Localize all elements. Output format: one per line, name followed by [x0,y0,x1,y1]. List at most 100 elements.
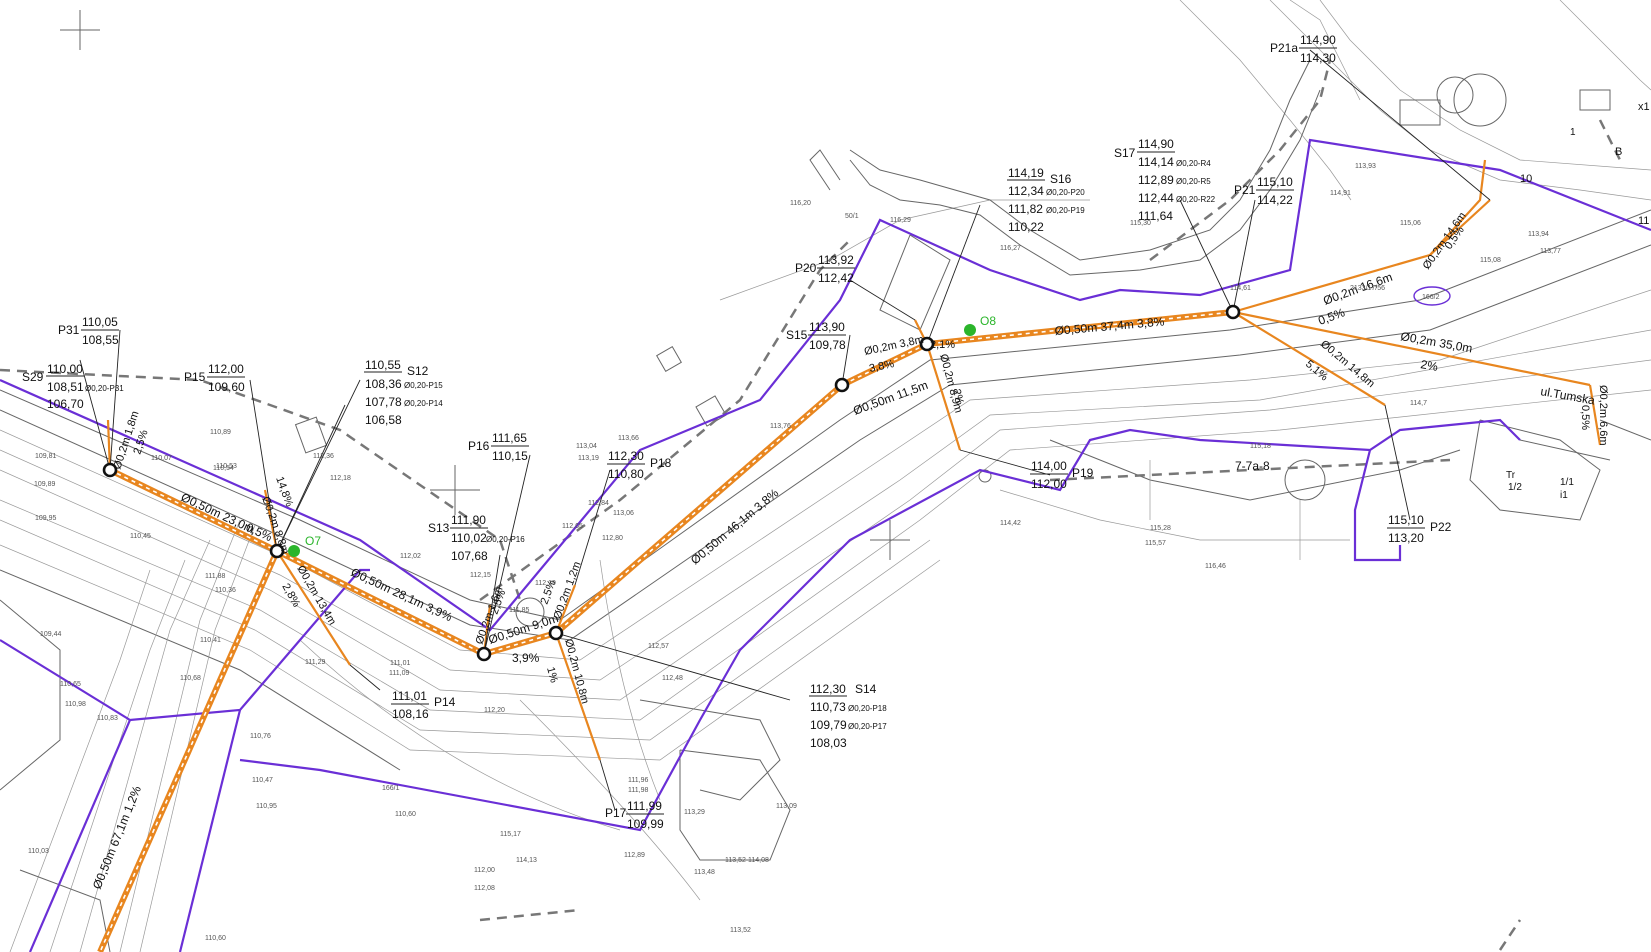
spot-height: 113,19 [578,455,599,462]
spot-height: 111,88 [205,573,225,580]
manhole-S29 [102,462,118,478]
well-value: 110,02 [451,531,487,545]
misc-label: Tr [1506,470,1516,481]
parcel-marker [1413,286,1451,306]
well-note: Ø0,20-R22 [1176,195,1216,204]
well-value: 110,00 [47,362,83,376]
well-id: S17 [1114,146,1136,160]
branch-pipe [276,550,351,666]
spot-height: 112,15 [470,572,491,579]
inlet-elevation-labels: P31 110,05 108,55 P15 112,00 109,60 P16 … [58,33,1452,831]
pipe-label: 3,8% [868,358,895,375]
tree-marker [288,545,300,557]
spot-height: 113,77 [1540,248,1561,255]
well-value: 114,19 [1008,166,1044,180]
inlet-id: P15 [184,370,206,384]
branch-pipe [1232,311,1386,406]
well-value: 112,30 [810,682,846,696]
inlet-id: P22 [1430,520,1452,534]
pipe-labels: Ø0,50m 67,1m 1,2% Ø0,2m 1,8m 2,5% Ø0,50m… [90,210,1609,891]
spot-height: 110,98 [65,701,86,708]
spot-height: 116,20 [790,200,811,207]
spot-height: 111,98 [628,787,648,794]
manhole-S14 [548,625,564,641]
inlet-top: 115,10 [1257,175,1293,189]
leader-lines [79,49,1491,811]
branch-pipe [554,584,577,634]
well-value: 112,44 [1138,191,1174,205]
inlet-top: 111,65 [492,431,527,445]
well-id: S16 [1050,172,1072,186]
pipe-label: 1% [544,666,560,685]
well-value: 110,55 [365,358,401,372]
spot-height: 110,60 [395,811,416,818]
inlet-top: 111,99 [627,799,662,813]
tree-label: O8 [980,314,996,328]
spot-height: 116,29 [890,217,911,224]
manhole-elevation-labels: S29 110,00 108,51 Ø0,20-P31 106,70 110,5… [22,137,1216,750]
inlet-bottom: 110,15 [492,449,528,463]
manholes [102,304,1241,662]
parcel-label: 7-7a-8 [1235,459,1270,473]
inlet-id: P17 [605,806,627,820]
spot-height: 115,06 [1400,220,1421,227]
misc-label: i1 [1560,490,1568,501]
inlet-id: P19 [1072,466,1094,480]
spot-height: 110,47 [252,777,273,784]
spot-height: 113,09 [776,803,797,810]
inlet-bottom: 108,55 [82,333,119,347]
manhole-S13 [476,646,492,662]
inlet-id: P31 [58,323,80,337]
spot-height: 113,29 [684,809,705,816]
well-note: Ø0,20-R5 [1176,177,1211,186]
parcel-label: 166/2 [1422,294,1440,301]
spot-height: 109,89 [34,481,56,488]
spot-height: 112,57 [648,643,669,650]
spot-height: 109,44 [40,631,62,638]
spot-height: 110,76 [250,733,271,740]
well-id: S12 [407,364,429,378]
parcel-label: 2133/17/56 [1350,285,1385,292]
well-note: Ø0,20-P14 [404,399,443,408]
slope-label: 2,1% [930,339,955,351]
inlet-id: P16 [468,439,490,453]
pipe-label: 2% [1419,357,1439,374]
branch-pipe [106,419,112,471]
spot-height: 110,36 [215,587,236,594]
spot-height: 114,91 [1330,190,1351,197]
inlet-bottom: 113,20 [1388,531,1424,545]
spot-height: 112,48 [662,675,683,682]
inlet-bottom: 114,22 [1257,193,1293,207]
misc-label: 1/1 [1560,477,1574,488]
well-value: 108,51 [47,380,84,394]
pipe-label: Ø0,50m 37,4m 3,8% [1054,314,1165,338]
well-value: 108,03 [810,736,847,750]
spot-height: 110,03 [28,848,49,855]
spot-height: 110,68 [180,675,201,682]
inlet-top: 115,10 [1388,513,1424,527]
well-note: Ø0,20-P31 [85,384,124,393]
street-name: ul.Tumska [1539,384,1596,407]
spot-height: 115,18 [1250,443,1271,450]
well-value: 112,89 [1138,173,1174,187]
spot-height: 112,20 [484,707,505,714]
well-value: 106,70 [47,397,84,411]
branch-pipe [1429,159,1487,256]
inlet-top: 114,90 [1300,33,1336,47]
well-value: 110,22 [1008,220,1044,234]
spot-height: 110,83 [97,715,118,722]
spot-height: 109,95 [35,515,57,522]
pipe-label: 5,1% [1303,358,1330,383]
pipe-label: 2% [950,388,966,407]
spot-height: 112,65 [562,523,583,530]
spot-height: 110,53 [216,463,237,470]
pipe-label: Ø0,50m 46,1m 3,8% [688,486,782,568]
spot-height: 112,00 [474,867,495,874]
spot-height: 112,08 [474,885,495,892]
inlet-top: 112,00 [208,362,244,376]
well-value: 111,64 [1138,209,1173,223]
spot-height: 111,85 [509,607,529,614]
spot-height: 115,57 [1145,540,1166,547]
